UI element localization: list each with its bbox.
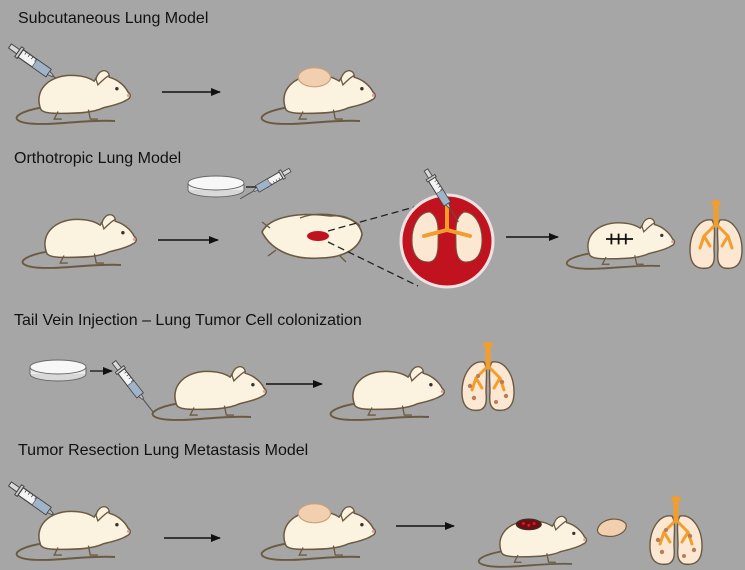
lungs-with-metastases-icon (460, 340, 516, 412)
zoom-line (327, 241, 419, 287)
mouse-icon (15, 69, 132, 125)
syringe-icon (109, 358, 159, 417)
petri-dish-icon (187, 175, 245, 198)
zoom-line (327, 205, 419, 232)
zoom-inset (399, 193, 495, 289)
section-title-resection: Tumor Resection Lung Metastasis Model (18, 442, 309, 459)
mouse-icon (15, 505, 132, 561)
petri-dish-icon (29, 359, 87, 382)
resected-mouse-icon (477, 515, 588, 568)
lungs-with-metastases-icon (648, 494, 704, 566)
section-title-orthotopic: Orthotropic Lung Model (14, 150, 182, 167)
section-title-tail-vein: Tail Vein Injection – Lung Tumor Cell co… (14, 312, 362, 329)
mouse-icon (329, 365, 446, 421)
mouse-with-tumor-icon (260, 503, 377, 561)
section-title-subcutaneous: Subcutaneous Lung Model (18, 10, 209, 27)
mouse-icon (21, 213, 138, 269)
sutured-mouse-icon (565, 217, 676, 270)
mouse-with-tumor-icon (260, 67, 377, 125)
syringe-icon (237, 165, 293, 204)
surgical-mouse-icon (261, 213, 363, 263)
mouse-icon (151, 365, 268, 421)
excised-tumor-icon (596, 518, 627, 537)
lungs-icon (688, 198, 744, 270)
